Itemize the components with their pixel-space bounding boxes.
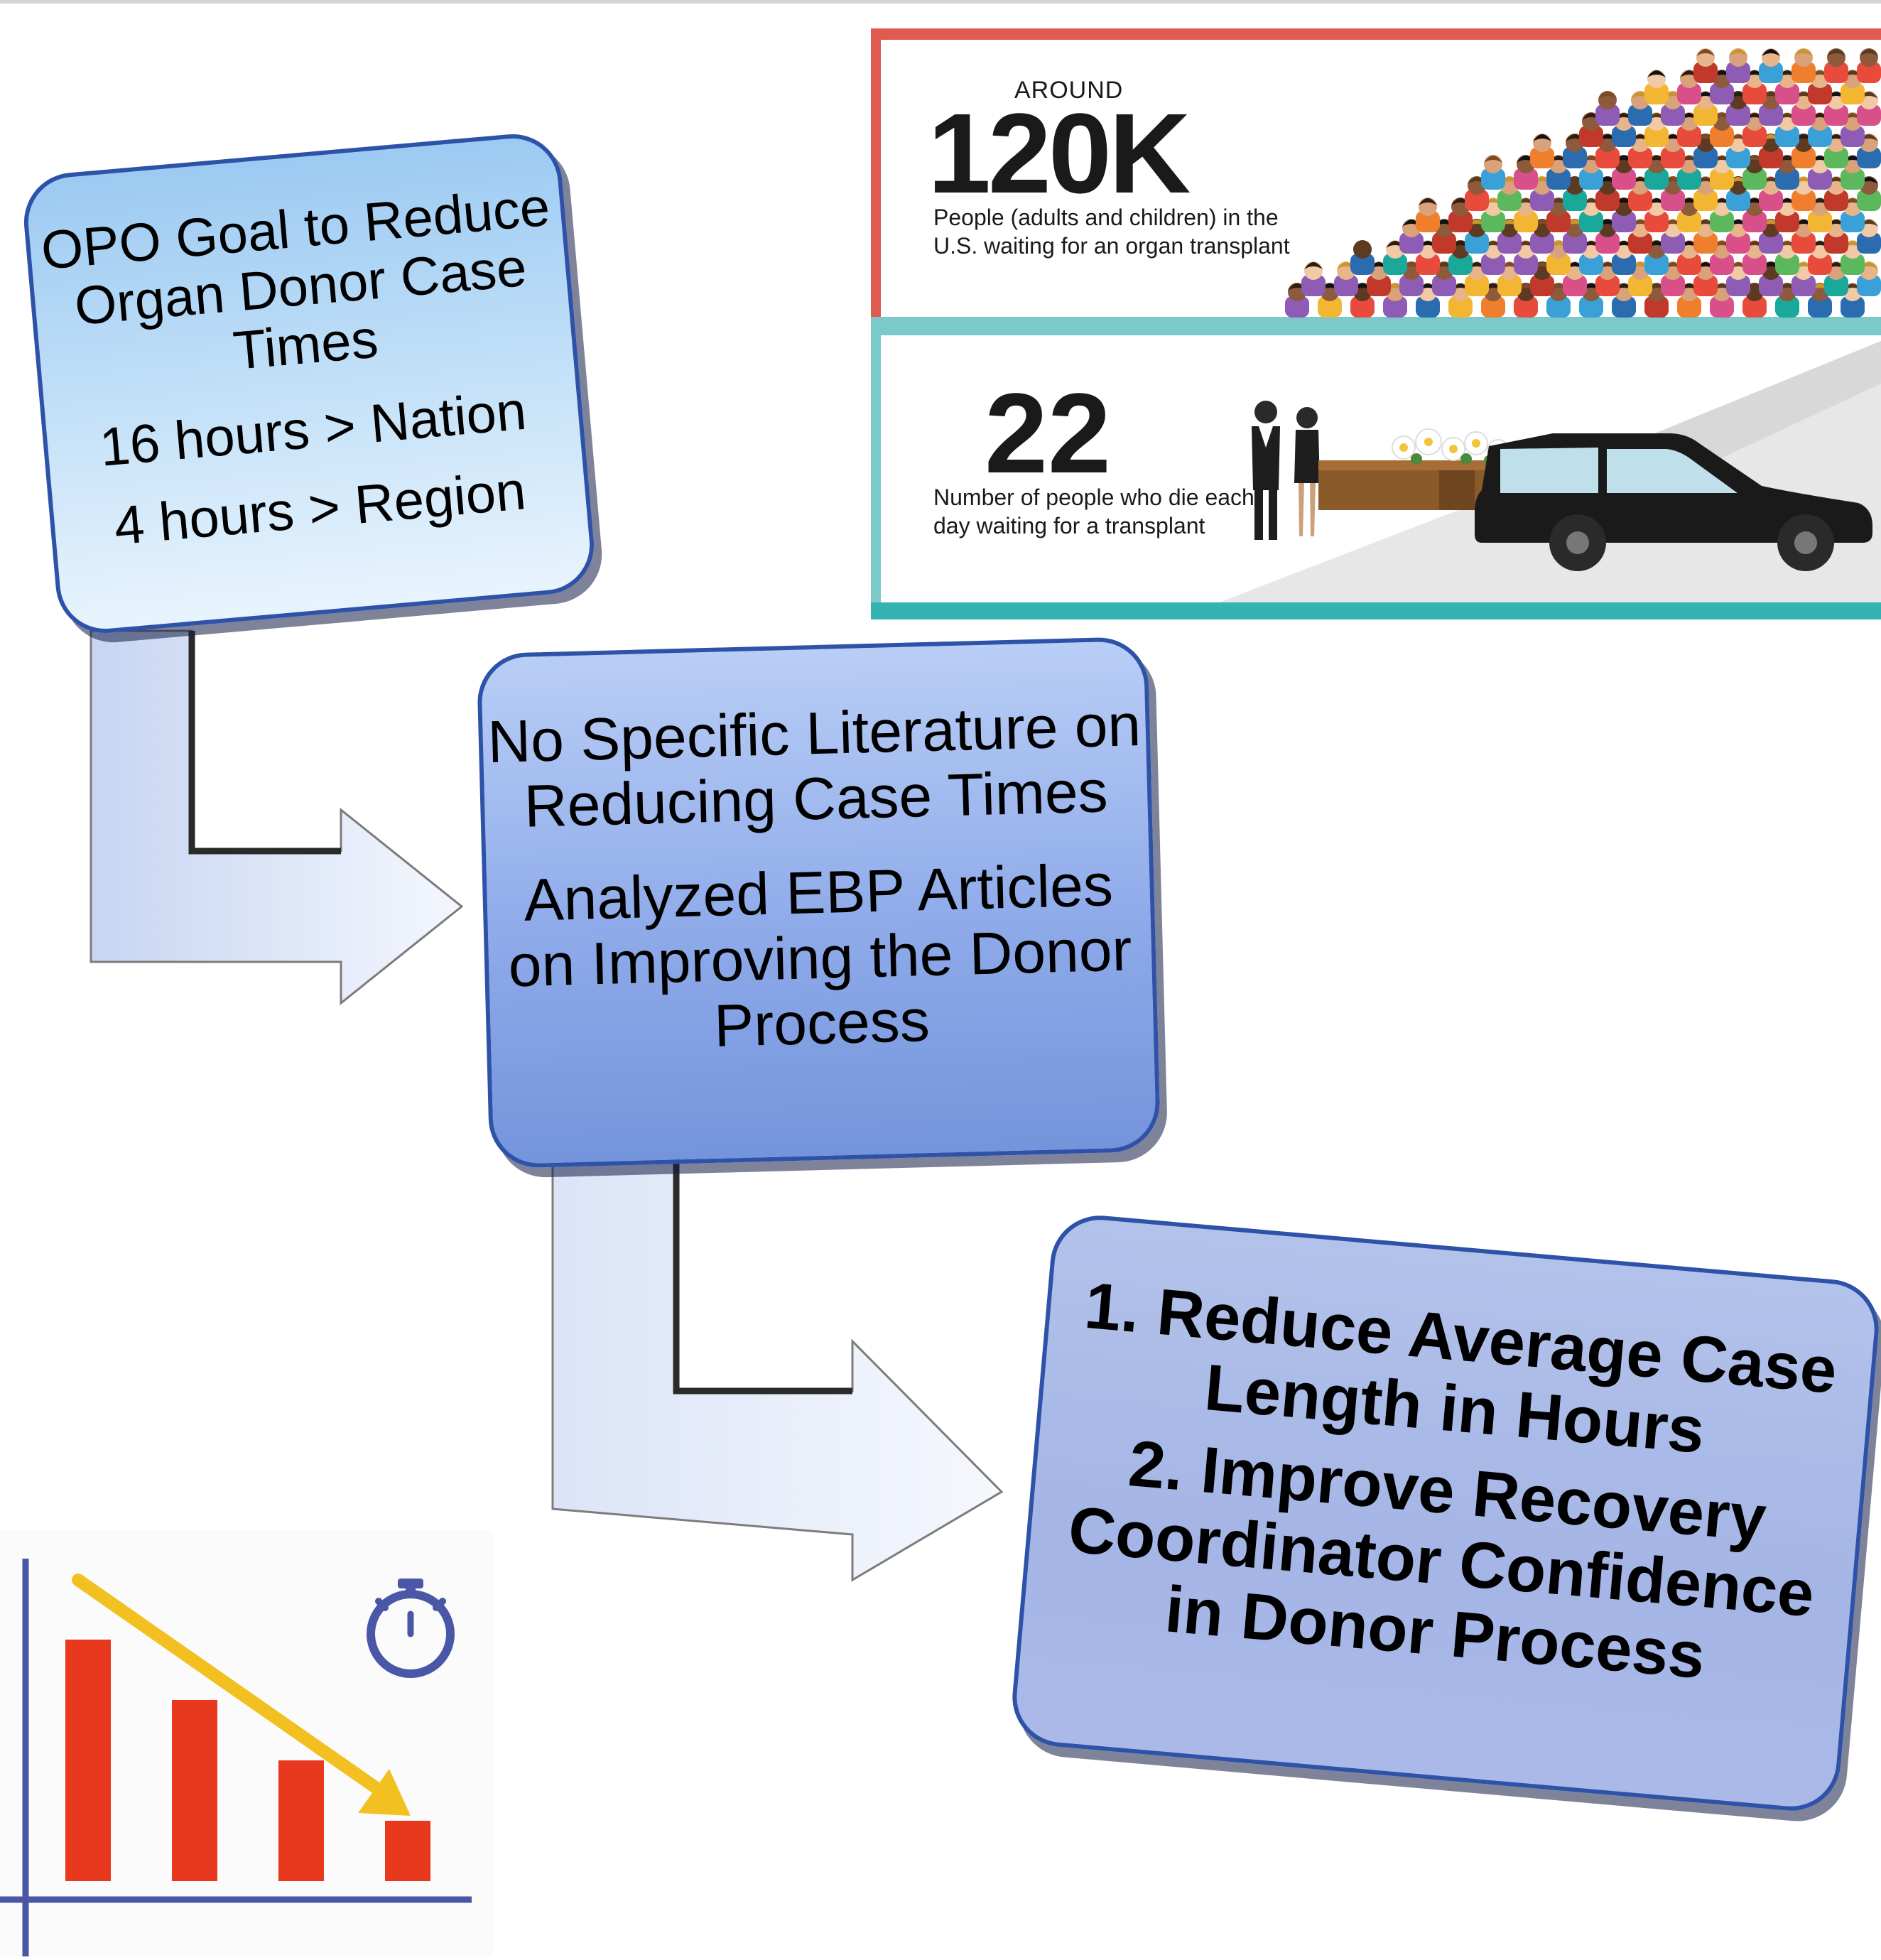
daily-deaths-description: Number of people who die each day waitin…	[933, 484, 1254, 538]
literature-gap-text: No Specific Literature on Reducing Case …	[487, 691, 1142, 840]
waiting-prefix: AROUND	[1014, 77, 1124, 104]
chart-icon-bar	[385, 1821, 430, 1881]
flow-step-aims: 1. Reduce Average Case Length in Hours 2…	[1008, 1211, 1881, 1815]
crowd-icon	[1285, 48, 1881, 318]
analysis-text: Analyzed EBP Articles on Improving the D…	[507, 851, 1133, 1059]
waiting-description: People (adults and children) in the U.S.…	[933, 205, 1290, 259]
transplant-infographic: AROUND 120K People (adults and children)…	[871, 28, 1881, 619]
stopwatch-icon	[367, 1579, 455, 1678]
chart-icon-bar	[172, 1700, 217, 1881]
flow-arrow-2	[551, 1148, 1004, 1582]
hearse-icon	[1475, 433, 1872, 571]
trend-arrow-shaft	[72, 1574, 390, 1799]
flow-arrow-1	[90, 629, 464, 1006]
declining-bar-chart-icon	[0, 1530, 493, 1956]
chart-icon-drawing	[0, 1559, 472, 1956]
trend-arrow-head	[358, 1769, 411, 1816]
flow-step-literature: No Specific Literature on Reducing Case …	[476, 636, 1161, 1169]
chart-icon-bar	[65, 1640, 111, 1881]
goal-title: OPO Goal to Reduce Organ Donor Case Time…	[38, 176, 553, 381]
top-border-line	[0, 0, 1881, 4]
waiting-count: 120K	[928, 90, 1191, 217]
daily-deaths-count: 22	[985, 369, 1111, 497]
chart-icon-bar	[278, 1760, 324, 1881]
flow-step-goal: OPO Goal to Reduce Organ Donor Case Time…	[20, 130, 598, 637]
